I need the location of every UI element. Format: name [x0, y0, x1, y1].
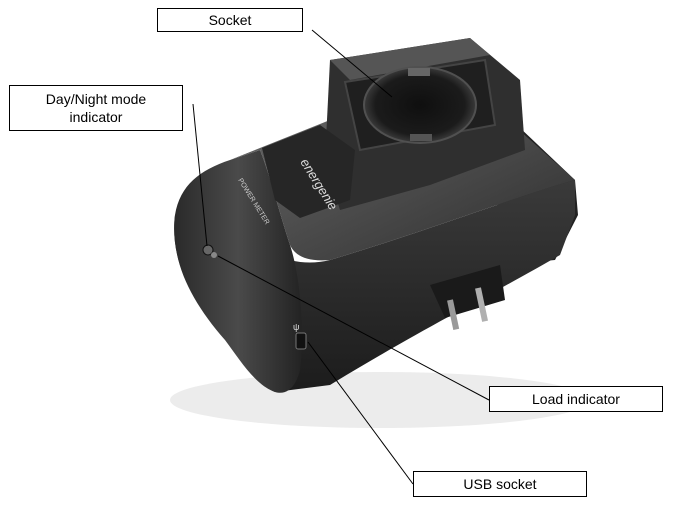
socket-housing-top [330, 38, 490, 80]
leader-line-day-night [192, 103, 208, 247]
leader-line-usb [307, 341, 414, 485]
day-night-label-line1: Day/Night mode [45, 91, 147, 107]
leader-line-socket [311, 29, 393, 98]
socket-label-text: Socket [208, 12, 252, 28]
socket-earth-clip-bottom [410, 134, 432, 141]
device-front-face [174, 150, 302, 393]
usb-socket-label: USB socket [413, 471, 587, 497]
plug-pin-left [447, 299, 460, 330]
day-night-indicator [202, 244, 214, 256]
load-indicator-light [211, 252, 217, 258]
socket-earth-clip [408, 68, 430, 76]
load-indicator-label-text: Load indicator [532, 391, 620, 407]
usb-socket-label-text: USB socket [463, 476, 537, 492]
load-indicator-label: Load indicator [489, 386, 663, 412]
usb-socket-port [295, 332, 307, 350]
leader-line-load [217, 255, 490, 401]
day-night-indicator-label: Day/Night mode indicator [9, 85, 183, 131]
brand-plate [262, 125, 355, 218]
socket-hole [363, 66, 477, 144]
plug-pin-right [475, 287, 489, 322]
usb-symbol: ψ [293, 322, 299, 332]
socket-label: Socket [157, 8, 303, 32]
day-night-label-line2: indicator [69, 109, 123, 125]
